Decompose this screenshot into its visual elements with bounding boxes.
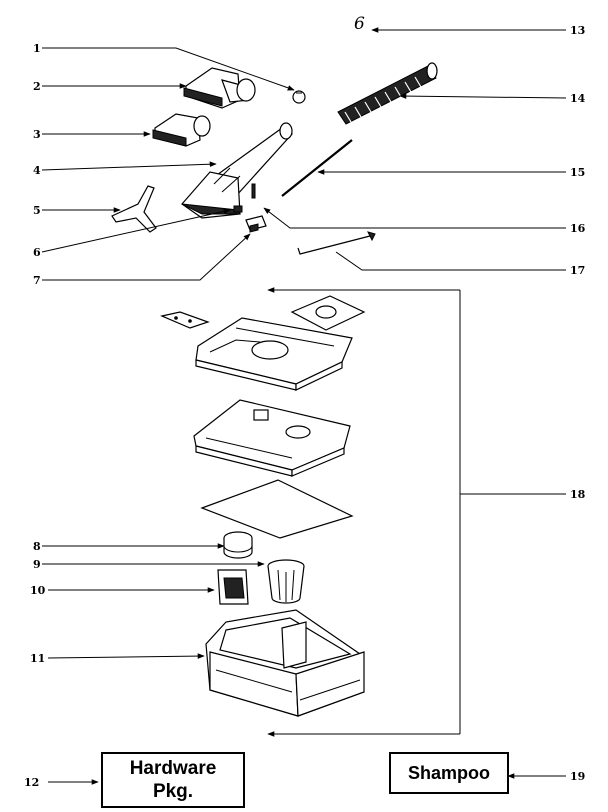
callout-leaders [41,27,567,785]
callout-14: 14 [570,92,586,105]
callout-16: 16 [570,222,586,235]
hardware-package-box: Hardware Pkg. [101,752,245,808]
callout-13: 13 [570,24,585,37]
callout-9: 9 [33,558,41,571]
part-8-cap [223,531,253,559]
callout-5: 5 [33,204,41,217]
part-14-hose [337,62,438,125]
part-5-bracket [111,185,157,233]
page-marker: 6 [354,14,365,34]
part-18-lid-assembly [160,295,366,539]
callout-10: 10 [30,584,46,597]
callout-8: 8 [33,540,41,553]
part-16-pin [251,183,256,199]
callout-3: 3 [33,128,41,141]
part-15-rod [281,139,353,197]
part-10-filter [217,569,249,605]
hardware-label-line2: Pkg. [152,781,194,802]
hardware-label-line1: Hardware [129,758,217,779]
part-6-clip [233,205,243,213]
callout-15: 15 [570,166,585,179]
part-9-strainer [267,559,305,604]
part-17-tubing [297,231,376,255]
callout-17: 17 [570,264,585,277]
callout-11: 11 [30,652,45,665]
part-3-tool [152,113,211,147]
part-2-upholstery-tool [183,67,256,109]
callout-4: 4 [33,164,41,177]
part-4-stair-tool [181,122,293,219]
callout-18: 18 [570,488,586,501]
shampoo-box: Shampoo [389,752,509,794]
callout-numbers: 1 2 3 4 5 6 7 8 9 10 11 12 13 14 15 16 1… [24,24,586,789]
part-7-valve [245,215,267,233]
callout-12: 12 [24,776,39,789]
part-1-knob [292,90,306,104]
part-11-tank [205,609,365,717]
shampoo-label: Shampoo [407,763,490,783]
callout-1: 1 [33,42,41,55]
callout-2: 2 [33,80,41,93]
callout-7: 7 [33,274,41,287]
callout-19: 19 [570,770,585,783]
callout-6: 6 [33,246,41,259]
